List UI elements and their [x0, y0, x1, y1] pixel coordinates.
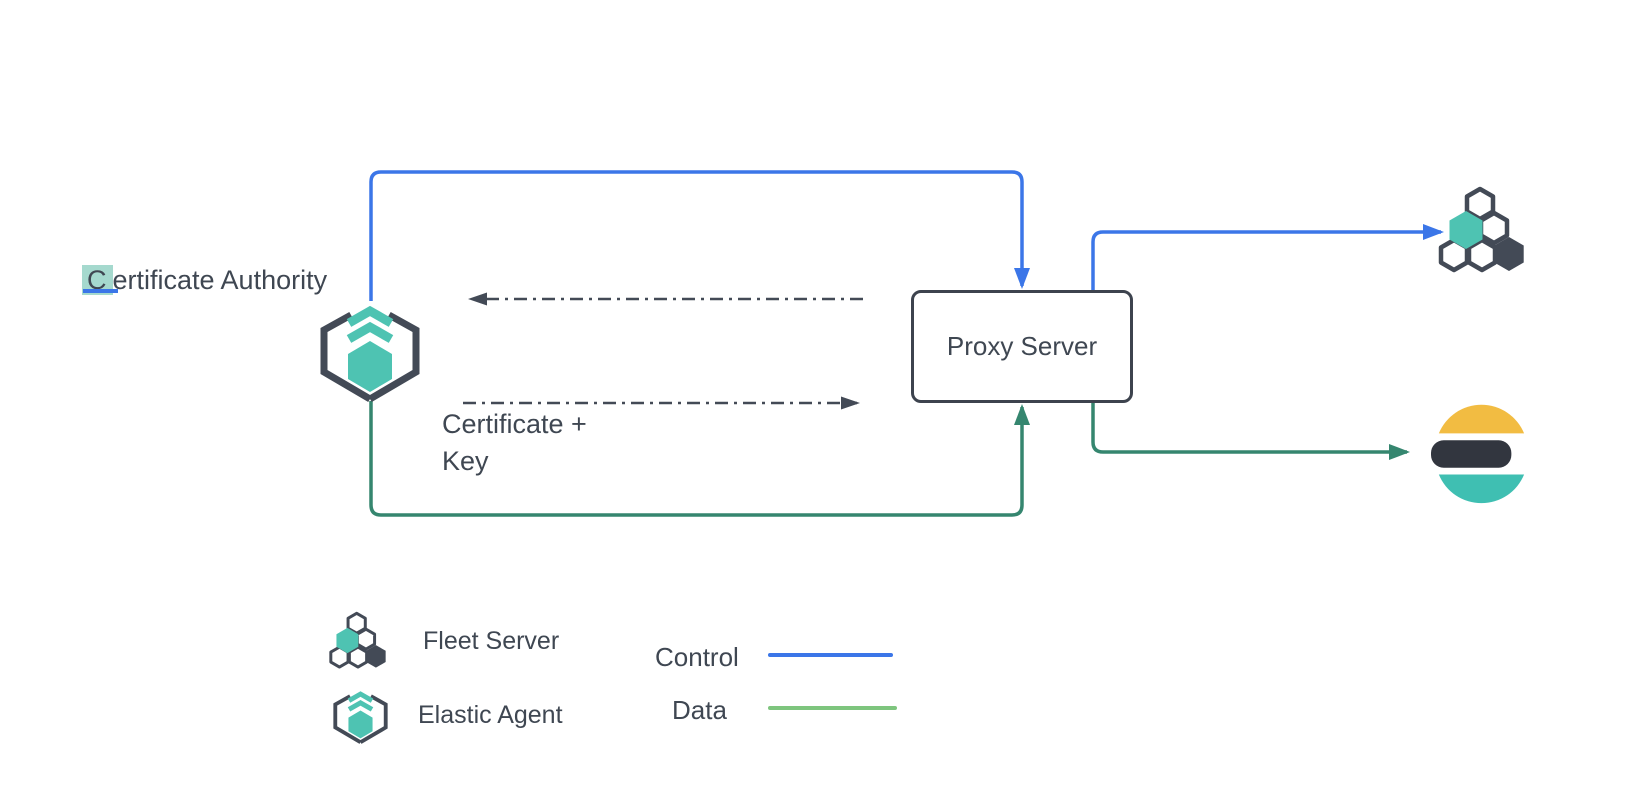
elasticsearch-logo-icon[interactable] [1431, 399, 1529, 507]
fleet-hex-dark [1494, 237, 1524, 271]
control-connector-agent-to-proxy[interactable] [369, 170, 1030, 301]
collaborator-cursor-underline [83, 289, 118, 293]
elastic-agent-icon[interactable] [318, 300, 422, 404]
data-connector-proxy-to-elasticsearch[interactable] [1091, 403, 1410, 460]
elastic-logo-bottom-arc [1438, 474, 1525, 504]
elastic-logo-middle-bar [1431, 440, 1512, 468]
fleet-hex-teal [336, 627, 359, 654]
legend-fleet-server-label: Fleet Server [423, 627, 560, 655]
legend-data-line-swatch [768, 706, 897, 710]
data-connector-agent-to-proxy[interactable] [369, 401, 1030, 517]
agent-bracket-right [368, 311, 420, 403]
certificate-key-line2: Key [442, 446, 489, 476]
legend-elastic-agent-icon[interactable] [332, 688, 389, 745]
agent-bracket-right [359, 694, 388, 744]
proxy-server-label: Proxy Server [946, 331, 1098, 361]
fleet-hex-right [355, 627, 377, 651]
elastic-logo-top-arc [1438, 404, 1525, 434]
proxy-server-node[interactable]: Proxy Server [911, 290, 1133, 403]
certificate-authority-label-rest: ertificate Authority [112, 265, 328, 295]
agent-chevron-bottom [346, 321, 394, 343]
agent-bracket-left [320, 311, 372, 403]
legend-elastic-agent-label: Elastic Agent [418, 701, 563, 729]
agent-bracket-left [333, 694, 362, 744]
legend-control-line-swatch [768, 653, 893, 657]
agent-chevron-top [347, 691, 374, 703]
legend-fleet-server-icon[interactable] [328, 610, 388, 671]
fleet-hex-dark [366, 645, 386, 668]
legend-data-label: Data [672, 695, 727, 725]
agent-hexagon [348, 710, 373, 739]
control-connector-proxy-to-fleet[interactable] [1091, 224, 1444, 290]
certificate-key-label[interactable]: Certificate + Key [442, 406, 587, 480]
agent-chevron-bottom [347, 699, 374, 712]
fleet-hex-teal [1449, 211, 1483, 249]
certificate-key-line1: Certificate + [442, 409, 587, 439]
agent-hexagon [348, 341, 392, 392]
fleet-server-icon[interactable] [1437, 184, 1527, 276]
agent-chevron-top [346, 305, 394, 327]
fleet-hex-right [1478, 210, 1510, 246]
legend-control-label: Control [655, 642, 739, 672]
